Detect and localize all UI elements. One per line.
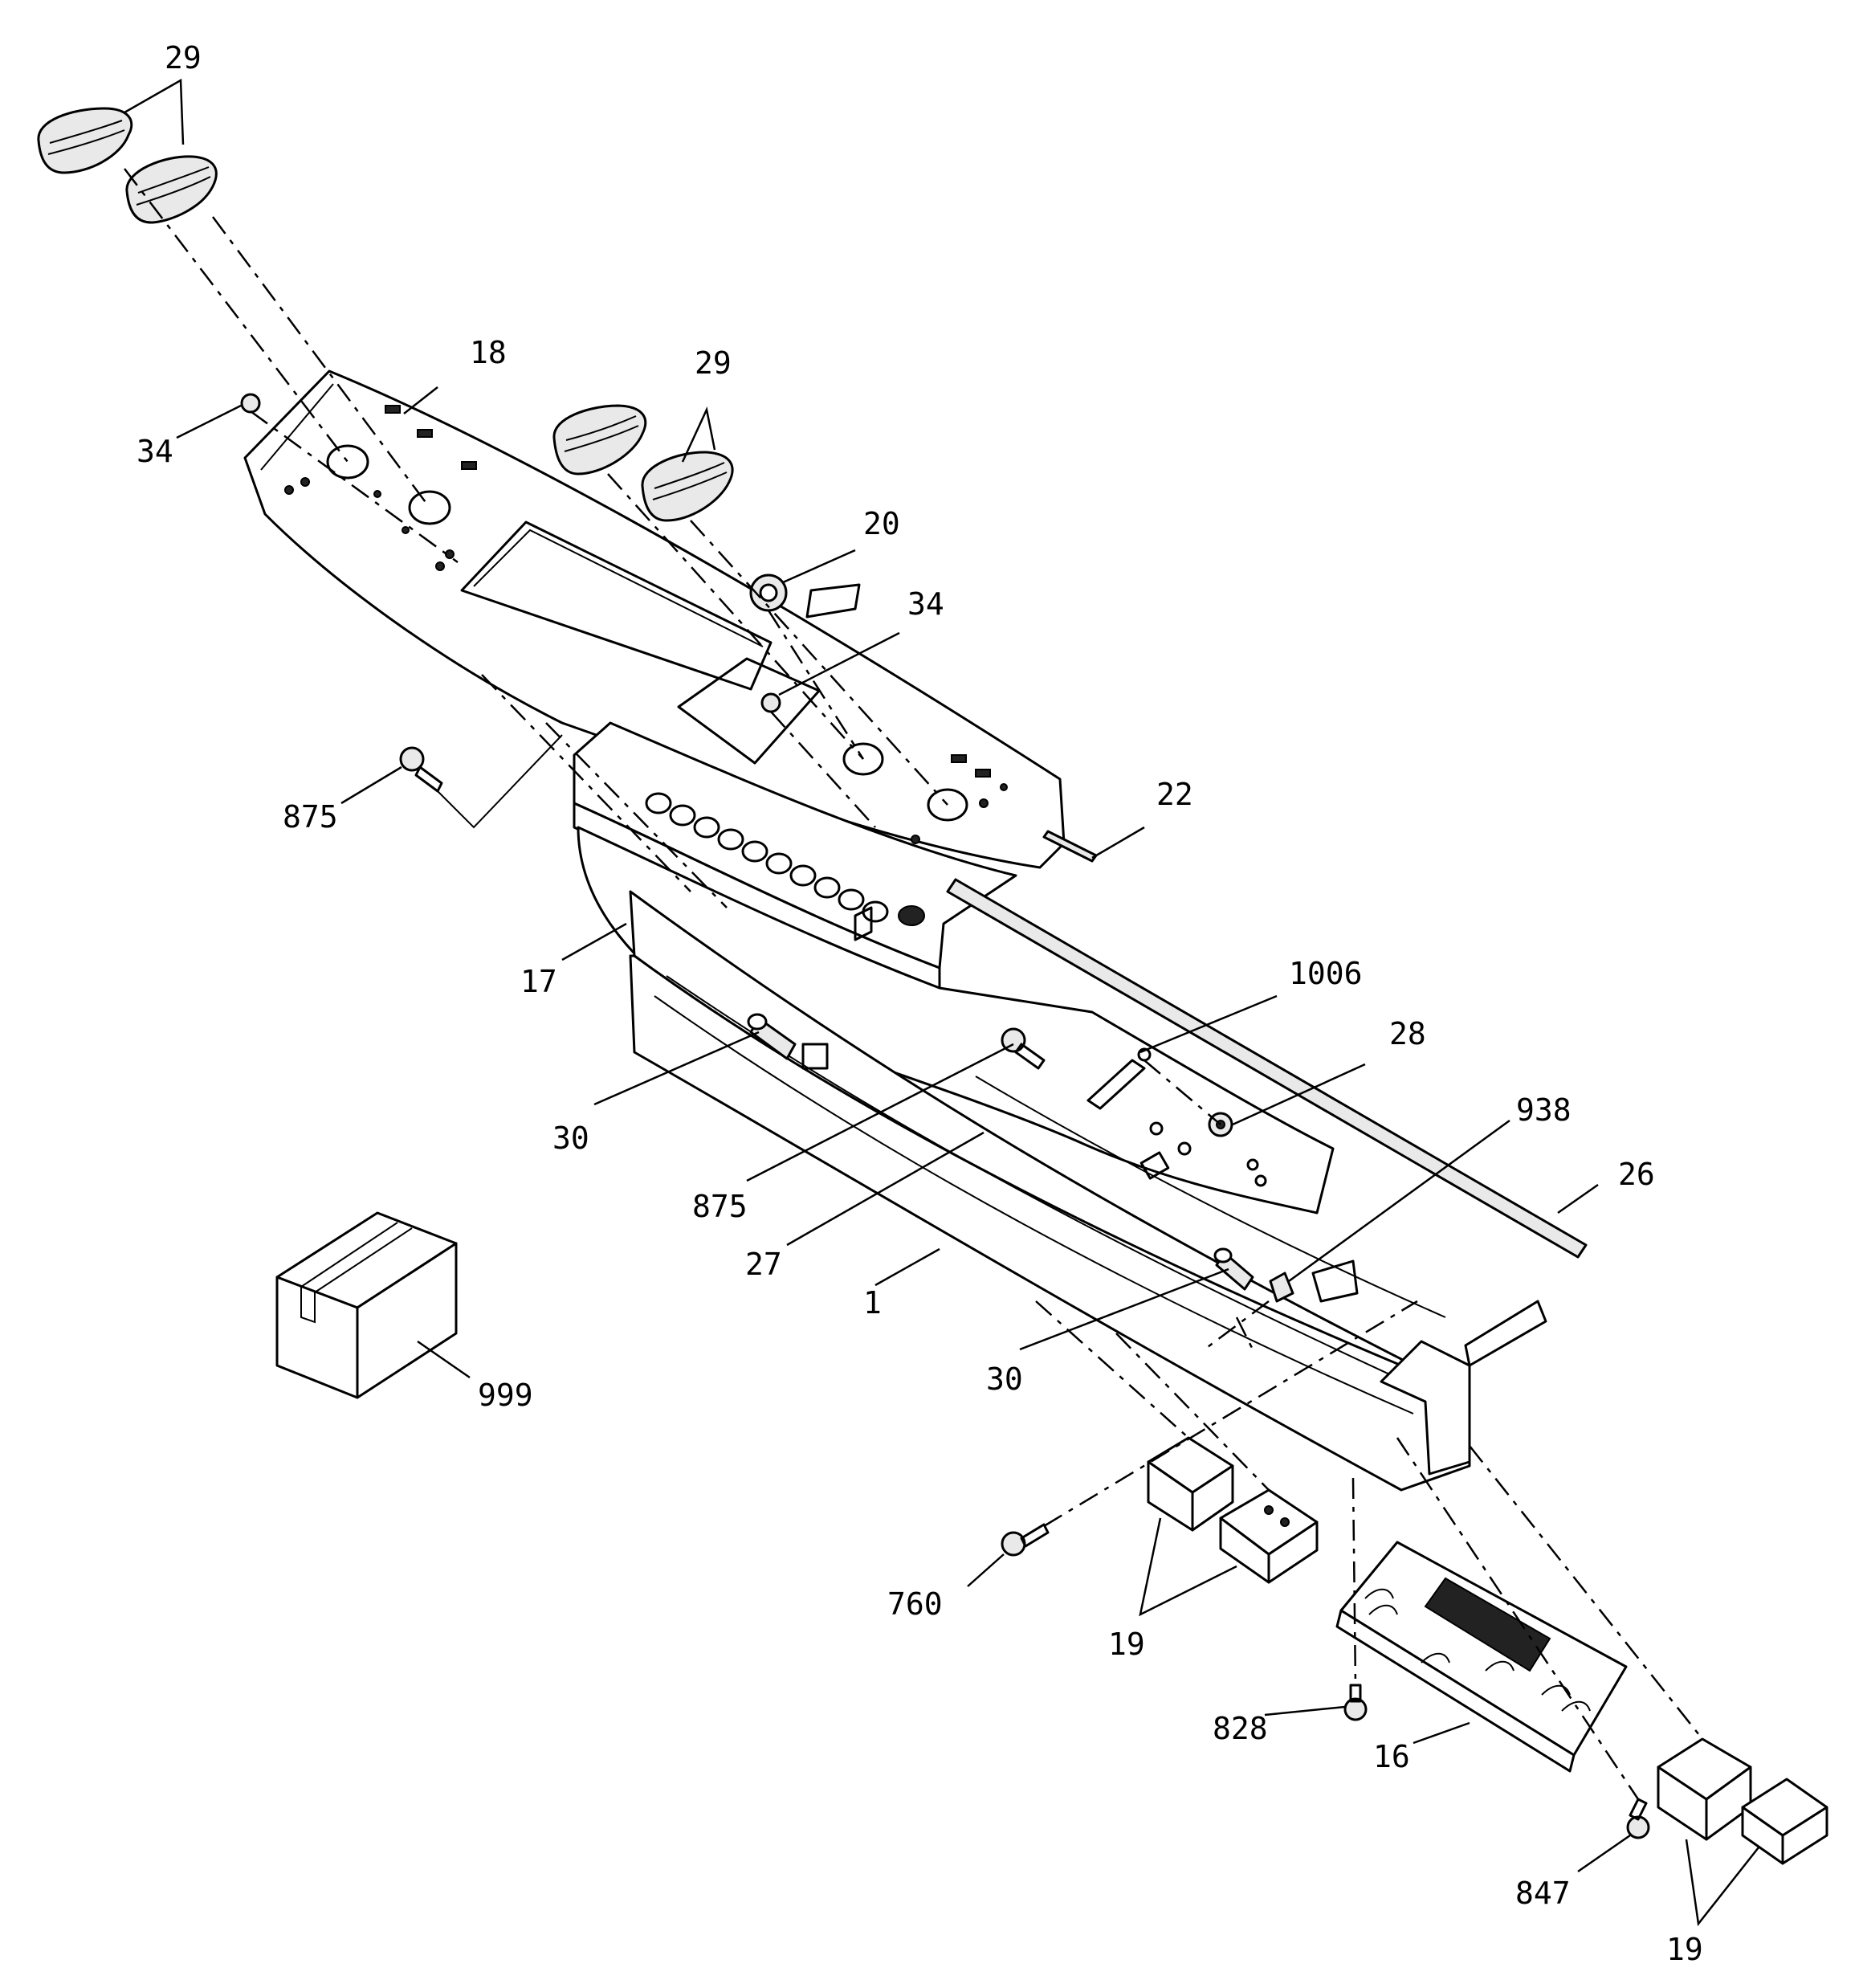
callout-828: 828 xyxy=(1213,1711,1268,1746)
callout-29-middle: 29 xyxy=(695,345,732,381)
callout-16: 16 xyxy=(1373,1739,1410,1774)
callout-18: 18 xyxy=(470,335,507,370)
callout-19-right: 19 xyxy=(1666,1932,1703,1967)
control-panel-18 xyxy=(243,369,1066,876)
callout-875-left: 875 xyxy=(283,799,338,835)
box-999 xyxy=(275,1211,458,1399)
screw-760 xyxy=(1001,1523,1050,1557)
control-board-16 xyxy=(1335,1541,1628,1773)
spacer-30-right xyxy=(1213,1247,1254,1291)
knob-29-top-left-b xyxy=(125,155,218,224)
callout-34-left: 34 xyxy=(137,434,173,469)
leader-lines xyxy=(124,78,1759,1927)
switch-19-a xyxy=(1147,1436,1234,1532)
callout-30-left: 30 xyxy=(552,1121,589,1156)
callout-19-left: 19 xyxy=(1108,1627,1145,1662)
callout-847: 847 xyxy=(1515,1876,1571,1911)
switch-19-b xyxy=(1219,1488,1319,1584)
screw-847 xyxy=(1626,1798,1650,1839)
callout-20: 20 xyxy=(863,506,900,541)
callout-875-center: 875 xyxy=(692,1189,748,1224)
callouts: 29 18 29 34 20 34 875 22 17 1006 28 30 9… xyxy=(137,40,1703,1967)
spacer-30-left xyxy=(747,1013,797,1060)
strip-26 xyxy=(946,878,1588,1259)
knob-29-top-left-a xyxy=(37,107,133,174)
switch-19-c xyxy=(1657,1737,1752,1841)
callout-26: 26 xyxy=(1618,1157,1655,1192)
part-34-middle xyxy=(760,692,781,713)
callout-28: 28 xyxy=(1389,1016,1426,1051)
callout-29-top: 29 xyxy=(165,40,202,76)
grommet-20 xyxy=(749,574,861,618)
screw-828 xyxy=(1343,1684,1368,1721)
assembly-lines xyxy=(124,168,1703,1800)
callout-938: 938 xyxy=(1516,1092,1572,1128)
clip-938 xyxy=(1269,1272,1294,1303)
callout-760: 760 xyxy=(887,1586,943,1622)
callout-22: 22 xyxy=(1156,777,1193,812)
callout-27: 27 xyxy=(745,1247,782,1282)
screw-875-center xyxy=(1001,1027,1046,1070)
part-34-left xyxy=(240,393,261,414)
knob-29-middle-a xyxy=(552,404,647,476)
strip-22 xyxy=(1042,830,1098,863)
keypad-buttons xyxy=(645,792,925,926)
callout-1006: 1006 xyxy=(1289,956,1363,991)
callout-17: 17 xyxy=(520,964,557,999)
callout-30-right: 30 xyxy=(986,1361,1023,1397)
callout-1: 1 xyxy=(863,1285,882,1321)
callout-999: 999 xyxy=(478,1378,533,1413)
knob-29-middle-b xyxy=(641,451,734,522)
callout-34-middle: 34 xyxy=(907,586,944,622)
screw-875-left xyxy=(399,746,443,793)
switch-19-d xyxy=(1741,1778,1828,1865)
backsplash-housing-1 xyxy=(629,890,1547,1492)
